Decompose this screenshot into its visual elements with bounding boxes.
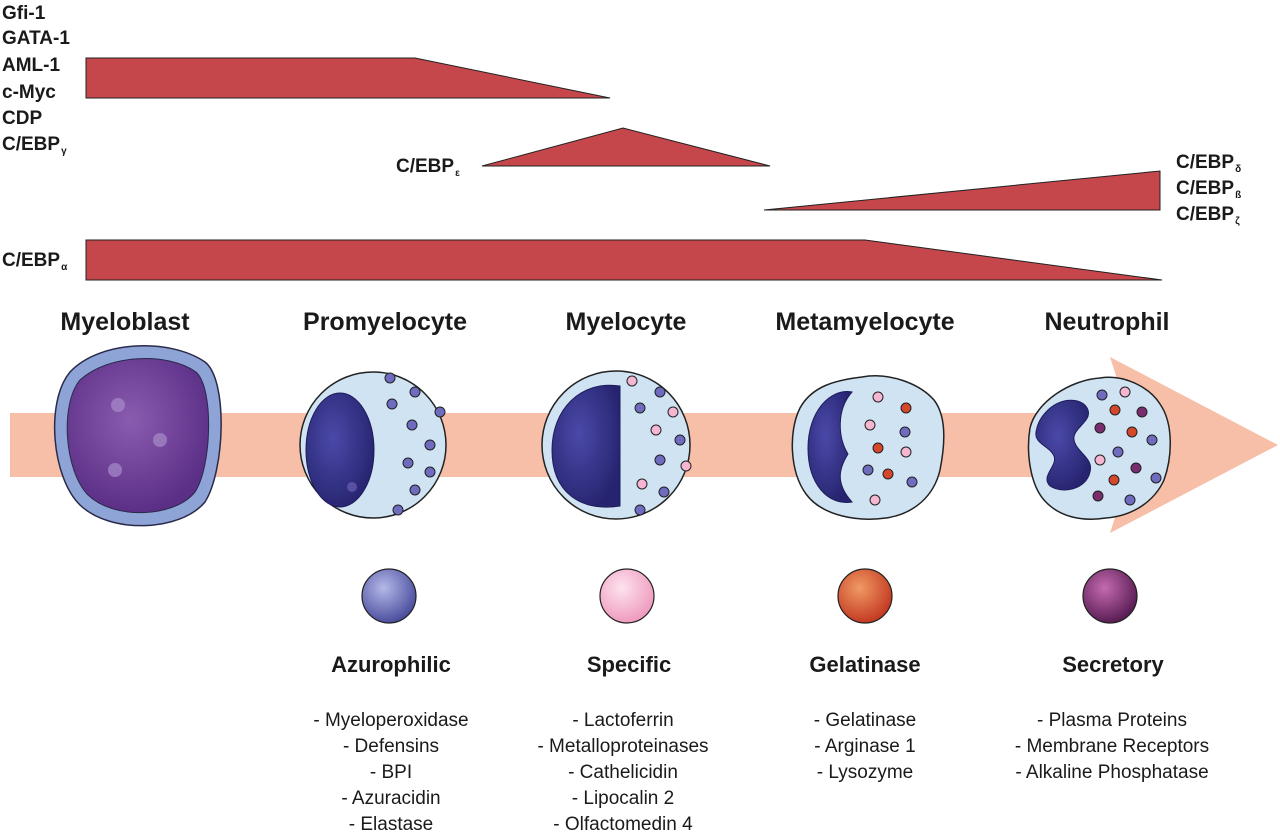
list-item: - BPI xyxy=(369,762,413,783)
band-late-factors xyxy=(763,170,1161,211)
stage-neutrophil: Neutrophil xyxy=(1044,308,1170,336)
neutrophil-cell xyxy=(1027,376,1171,520)
metamyelocyte-cell xyxy=(791,375,945,520)
list-item: - Lysozyme xyxy=(816,762,914,783)
list-item: - Defensins xyxy=(342,736,440,757)
myelocyte-cell xyxy=(541,370,692,520)
granule-type-gelatinase: Gelatinase xyxy=(809,652,921,677)
gelatinase-granule-icon xyxy=(837,568,893,624)
factor-cebp-delta: C/EBPδ xyxy=(1176,152,1242,175)
myeloblast-cell xyxy=(53,345,222,527)
specific-contents: - Lactoferrin - Metalloproteinases - Cat… xyxy=(483,708,763,838)
list-item: - Membrane Receptors xyxy=(1014,736,1210,757)
promyelocyte-cell xyxy=(299,371,447,519)
azurophilic-granule-icon xyxy=(361,568,417,624)
secretory-granule-icon xyxy=(1082,568,1138,624)
factor-cmyc: c-Myc xyxy=(2,82,56,103)
factor-gfi1: Gfi-1 xyxy=(2,3,46,24)
band-cebp-alpha xyxy=(85,239,1163,281)
azurophilic-contents: - Myeloperoxidase - Defensins - BPI - Az… xyxy=(251,708,531,838)
factor-cebp-gamma: C/EBPγ xyxy=(2,134,67,157)
stage-myeloblast: Myeloblast xyxy=(60,308,190,336)
list-item: - Elastase xyxy=(348,814,434,835)
factor-cebp-beta: C/EBPß xyxy=(1176,178,1242,201)
factor-aml1: AML-1 xyxy=(2,55,61,76)
granule-type-secretory: Secretory xyxy=(1062,652,1164,677)
stage-promyelocyte: Promyelocyte xyxy=(303,308,467,336)
band-cebp-epsilon xyxy=(481,127,771,167)
list-item: - Alkaline Phosphatase xyxy=(1015,762,1209,783)
secretory-contents: - Plasma Proteins - Membrane Receptors -… xyxy=(972,708,1252,786)
list-item: - Gelatinase xyxy=(813,710,917,731)
list-item: - Azuracidin xyxy=(341,788,441,809)
factor-cdp: CDP xyxy=(2,108,43,129)
specific-granule-icon xyxy=(599,568,655,624)
list-item: - Lipocalin 2 xyxy=(571,788,675,809)
list-item: - Myeloperoxidase xyxy=(313,710,469,731)
granule-type-azurophilic: Azurophilic xyxy=(331,652,451,677)
band-early-factors xyxy=(85,57,611,99)
factor-gata1: GATA-1 xyxy=(2,28,70,49)
list-item: - Arginase 1 xyxy=(814,736,916,757)
list-item: - Metalloproteinases xyxy=(537,736,709,757)
list-item: - Olfactomedin 4 xyxy=(553,814,693,835)
factor-cebp-alpha: C/EBPα xyxy=(2,250,68,273)
list-item: - Plasma Proteins xyxy=(1037,710,1187,731)
stage-metamyelocyte: Metamyelocyte xyxy=(775,308,955,336)
list-item: - Cathelicidin xyxy=(568,762,678,783)
granule-type-specific: Specific xyxy=(586,652,672,677)
stage-myelocyte: Myelocyte xyxy=(565,308,687,336)
list-item: - Lactoferrin xyxy=(572,710,674,731)
factor-cebp-zeta: C/EBPζ xyxy=(1176,204,1240,227)
factor-cebp-epsilon: C/EBPε xyxy=(396,156,460,179)
gelatinase-contents: - Gelatinase - Arginase 1 - Lysozyme xyxy=(725,708,1005,786)
